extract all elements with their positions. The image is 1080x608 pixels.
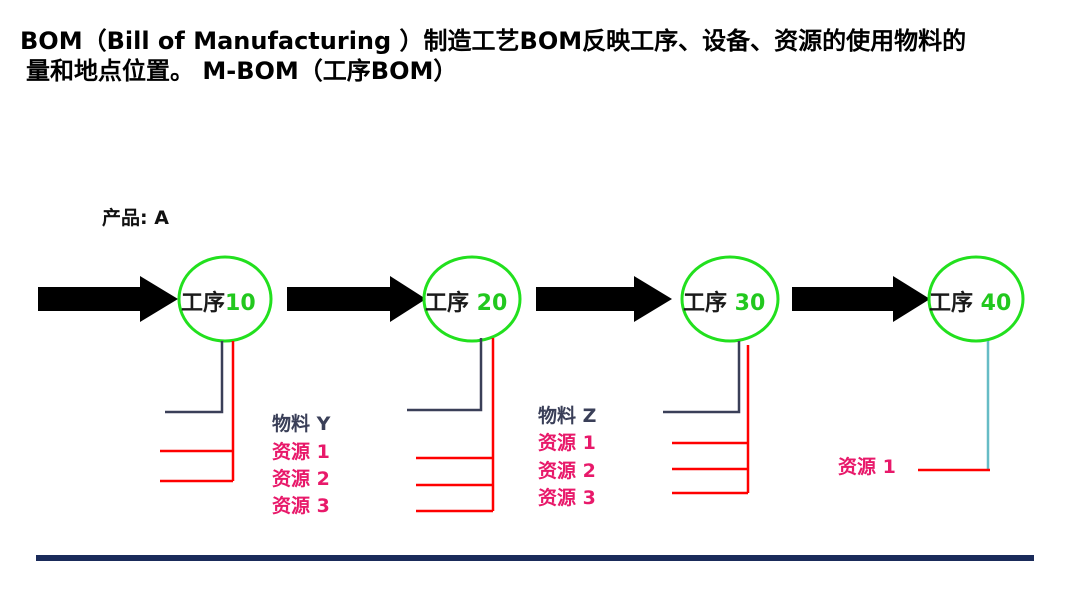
process-10-label: 工序10 xyxy=(181,285,256,317)
arrow-2 xyxy=(287,276,426,322)
p10-resource-1-label: 资源 1 xyxy=(272,441,330,463)
product-label: 产品: A xyxy=(102,207,169,229)
process-30-circle xyxy=(680,255,780,343)
process-20-number: 20 xyxy=(476,291,508,316)
title-line-1: BOM（Bill of Manufacturing ）制造工艺BOM反映工序、设… xyxy=(20,27,967,55)
process-10-connectors xyxy=(160,341,235,483)
process-10-name: 工序 xyxy=(181,291,226,316)
title-line-2: 量和地点位置。 M-BOM（工序BOM） xyxy=(26,57,458,85)
p20-material-line xyxy=(407,338,483,412)
process-30-connectors xyxy=(663,341,750,495)
p10-material-line xyxy=(165,341,224,414)
p10-material-label: 物料 Y xyxy=(272,413,331,435)
process-20-connectors xyxy=(407,338,495,513)
process-40-connectors xyxy=(918,341,990,472)
arrow-1 xyxy=(38,276,178,322)
process-40-label: 工序 40 xyxy=(929,285,1011,317)
p40-resource-1-label: 资源 1 xyxy=(838,456,896,478)
process-40-name: 工序 xyxy=(929,291,981,316)
process-20-circle xyxy=(422,255,522,343)
process-30-label: 工序 30 xyxy=(683,285,765,317)
p30-material-line xyxy=(663,341,741,414)
process-40-number: 40 xyxy=(980,291,1012,316)
bottom-divider-bar xyxy=(36,555,1034,561)
process-10-number: 10 xyxy=(225,291,256,316)
process-40-circle xyxy=(927,255,1025,343)
p10-resource-3-label: 资源 3 xyxy=(272,495,330,517)
process-10-circle xyxy=(177,255,273,343)
process-20-name: 工序 xyxy=(425,291,477,316)
p10-resource-2-label: 资源 2 xyxy=(272,468,330,490)
p20-resource-2-label: 资源 2 xyxy=(538,460,596,482)
p20-resource-1-label: 资源 1 xyxy=(538,432,596,454)
process-30-number: 30 xyxy=(734,291,766,316)
p20-resource-3-label: 资源 3 xyxy=(538,487,596,509)
flow-arrows xyxy=(38,276,930,322)
process-30-name: 工序 xyxy=(683,291,735,316)
process-20-label: 工序 20 xyxy=(425,285,507,317)
arrow-4 xyxy=(792,276,930,322)
page-title: BOM（Bill of Manufacturing ）制造工艺BOM反映工序、设… xyxy=(20,26,1070,86)
p20-material-label: 物料 Z xyxy=(538,405,597,427)
arrow-3 xyxy=(536,276,672,322)
